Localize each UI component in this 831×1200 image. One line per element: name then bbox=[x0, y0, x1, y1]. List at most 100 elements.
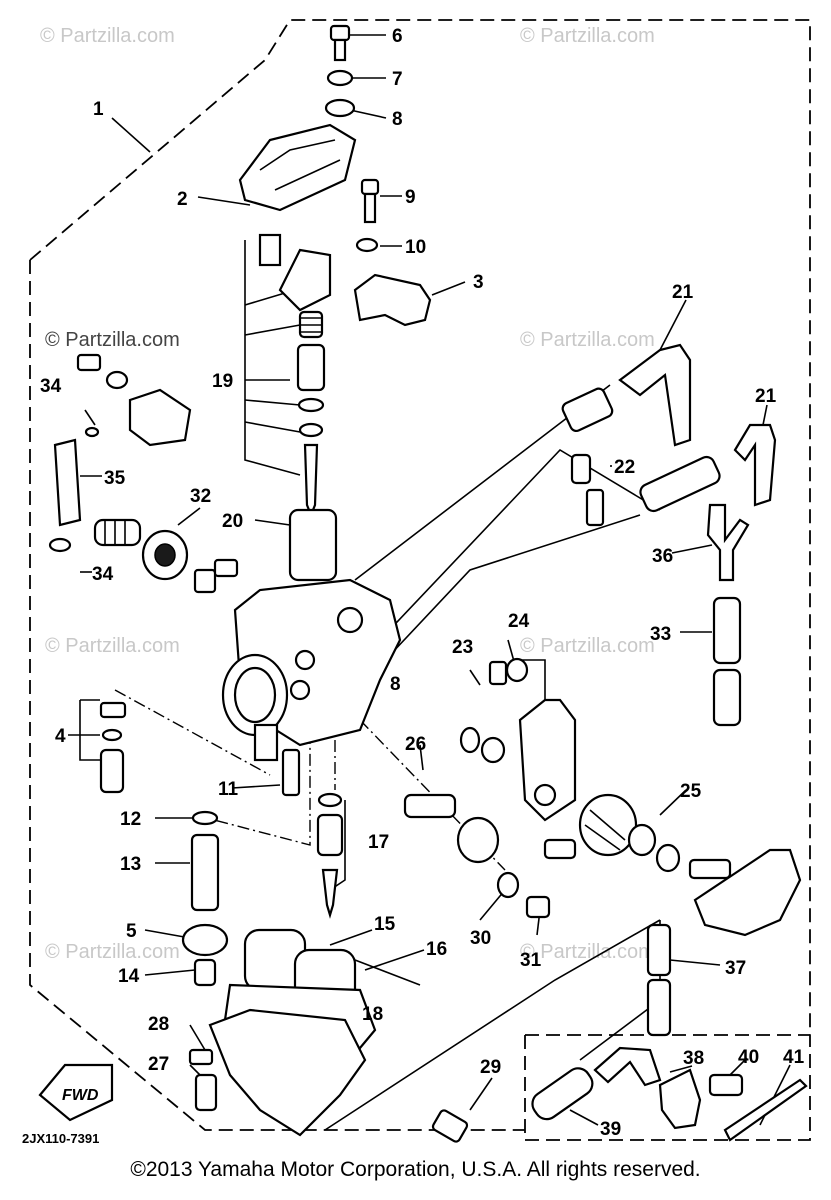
o-ring bbox=[101, 728, 123, 742]
callout-11: 11 bbox=[218, 779, 239, 800]
needle-valve-17 bbox=[316, 813, 344, 857]
callout-5: 5 bbox=[126, 921, 137, 942]
callout-29: 29 bbox=[480, 1057, 501, 1078]
callout-39: 39 bbox=[600, 1119, 621, 1140]
callout-21-right: 21 bbox=[755, 386, 777, 407]
callout-38: 38 bbox=[683, 1048, 704, 1069]
watermark: © Partzilla.com bbox=[45, 941, 180, 963]
screw-27 bbox=[194, 1073, 218, 1112]
callout-21-left: 21 bbox=[672, 282, 694, 303]
hose-37 bbox=[646, 923, 672, 977]
screw-31 bbox=[525, 895, 551, 919]
copyright-notice: ©2013 Yamaha Motor Corporation, U.S.A. A… bbox=[130, 1158, 701, 1181]
plate bbox=[278, 248, 332, 312]
washer-8 bbox=[324, 98, 356, 118]
callout-16: 16 bbox=[426, 939, 447, 960]
needle-holder-19 bbox=[296, 343, 326, 392]
screw-23 bbox=[488, 660, 508, 686]
callout-15: 15 bbox=[374, 914, 396, 935]
watermark: © Partzilla.com bbox=[520, 329, 655, 351]
watermark: © Partzilla.com bbox=[520, 635, 655, 657]
fwd-label: FWD bbox=[62, 1087, 99, 1104]
watermarks: © Partzilla.com © Partzilla.com © Partzi… bbox=[40, 25, 655, 963]
callout-31: 31 bbox=[520, 950, 542, 971]
washer-10 bbox=[355, 237, 379, 253]
top-cover-2 bbox=[238, 123, 357, 212]
screw-9 bbox=[360, 178, 380, 224]
idle-screw-26 bbox=[403, 793, 457, 819]
main-jet-14 bbox=[193, 958, 217, 987]
bracket bbox=[518, 698, 577, 822]
clip bbox=[459, 726, 481, 754]
fwd-arrow-icon: FWD bbox=[38, 1063, 114, 1122]
callout-17: 17 bbox=[368, 832, 389, 853]
throttle-lever bbox=[693, 848, 802, 937]
boundary-line bbox=[29, 19, 811, 1035]
screw bbox=[76, 353, 102, 372]
spring bbox=[93, 518, 142, 547]
assembly-boundary bbox=[29, 19, 811, 1141]
screw bbox=[543, 838, 577, 860]
float-bowl bbox=[208, 1008, 367, 1137]
watermark: © Partzilla.com bbox=[45, 635, 180, 657]
callout-2: 2 bbox=[177, 189, 188, 210]
float-needle bbox=[321, 868, 339, 919]
callout-40: 40 bbox=[738, 1047, 759, 1068]
callout-34-lower: 34 bbox=[92, 564, 114, 585]
pilot-jet-11 bbox=[281, 748, 301, 797]
shaft bbox=[688, 858, 732, 880]
callout-10: 10 bbox=[405, 237, 426, 258]
callout-18: 18 bbox=[362, 1004, 383, 1025]
bolt bbox=[258, 233, 282, 267]
o-ring-12 bbox=[191, 810, 219, 826]
callout-4: 4 bbox=[55, 726, 66, 747]
hose-segment bbox=[561, 387, 614, 433]
cable-tie-41 bbox=[723, 1078, 808, 1142]
callout-25: 25 bbox=[680, 781, 702, 802]
clip-34 bbox=[48, 537, 72, 553]
hose-21 bbox=[618, 343, 692, 447]
collar bbox=[627, 823, 657, 857]
pilot-screw bbox=[99, 701, 127, 719]
hose-33-lower bbox=[712, 668, 742, 727]
bracket-38 bbox=[658, 1068, 702, 1130]
callout-34-upper: 34 bbox=[40, 376, 62, 397]
bracket-hole bbox=[533, 783, 557, 807]
callout-33: 33 bbox=[650, 624, 671, 645]
port bbox=[336, 606, 364, 634]
throttle-valve-20 bbox=[288, 508, 338, 582]
callout-14: 14 bbox=[118, 966, 140, 987]
callout-37: 37 bbox=[725, 958, 746, 979]
sub-assembly-boundary bbox=[524, 1034, 811, 1141]
callout-13: 13 bbox=[120, 854, 141, 875]
collar-5 bbox=[181, 923, 229, 957]
screw-6 bbox=[329, 24, 351, 62]
hose-35 bbox=[53, 438, 82, 527]
callout-6: 6 bbox=[392, 26, 403, 47]
callout-32: 32 bbox=[190, 486, 211, 507]
washer bbox=[317, 792, 343, 808]
callout-7: 7 bbox=[392, 69, 403, 90]
callout-36: 36 bbox=[652, 546, 673, 567]
washer bbox=[480, 736, 506, 764]
callout-30: 30 bbox=[470, 928, 491, 949]
float-pin-16 bbox=[354, 959, 421, 986]
screw bbox=[213, 558, 239, 578]
hose-bend bbox=[593, 1046, 662, 1087]
washer bbox=[655, 843, 681, 873]
callout-23: 23 bbox=[452, 637, 473, 658]
watermark: © Partzilla.com bbox=[40, 25, 175, 47]
port bbox=[294, 649, 316, 671]
hose-39 bbox=[531, 1067, 594, 1121]
washer-28 bbox=[188, 1048, 214, 1066]
air-intake-inner bbox=[233, 666, 277, 724]
screw-22 bbox=[570, 453, 592, 485]
callout-28: 28 bbox=[148, 1014, 169, 1035]
hose-21-right bbox=[733, 423, 777, 507]
callout-3: 3 bbox=[473, 272, 484, 293]
diagram-code: 2JX110-7391 bbox=[22, 1131, 99, 1146]
callout-41: 41 bbox=[783, 1047, 805, 1068]
callout-12: 12 bbox=[120, 809, 141, 830]
callout-24: 24 bbox=[508, 611, 530, 632]
throttle-stop-3 bbox=[353, 273, 432, 327]
